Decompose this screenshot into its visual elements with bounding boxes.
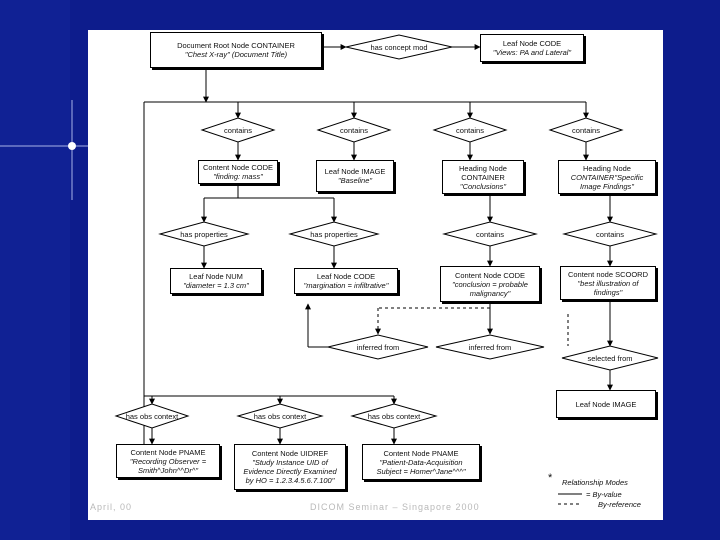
pname-node: Content Node PNAME "Recording Observer =…: [116, 444, 220, 478]
uidref-title: Content Node UIDREF: [251, 449, 329, 458]
diamond-contains-3: [432, 117, 508, 143]
diamond-concept-mod: [345, 34, 453, 60]
root-value: "Chest X-ray" (Document Title): [184, 50, 288, 59]
content-code-title: Content Node CODE: [202, 163, 274, 172]
uidref-value2: Evidence Directly Examined: [243, 467, 337, 476]
diamond-inferred-2: [435, 334, 545, 360]
diamond-contains-5: [442, 221, 538, 247]
legend-title: Relationship Modes: [562, 478, 628, 487]
content-code2-node: Content Node CODE "conclusion = probable…: [440, 266, 540, 302]
heading-specific-node: Heading Node CONTAINER"Specific Image Fi…: [558, 160, 656, 194]
diamond-obs-2: [236, 403, 324, 429]
footer-title: DICOM Seminar – Singapore 2000: [310, 502, 480, 512]
content-code-value: "finding: mass": [213, 172, 263, 181]
pname-title: Content Node PNAME: [130, 447, 206, 457]
leaf-image-node: Leaf Node IMAGE "Baseline": [316, 160, 394, 192]
leaf-code2-node: Leaf Node CODE "margination = infiltrati…: [294, 268, 398, 294]
content-scoord-value2: findings": [593, 287, 623, 297]
heading-spec-value: Image Findings": [580, 181, 634, 191]
leaf-num-node: Leaf Node NUM "diameter = 1.3 cm": [170, 268, 262, 294]
root-title: Document Root Node CONTAINER: [177, 41, 295, 50]
content-code2-value2: malignancy": [469, 288, 511, 298]
pname2-node: Content Node PNAME "Patient-Data-Acquisi…: [362, 444, 480, 480]
content-code2-title: Content Node CODE: [454, 270, 526, 280]
pname-value2: Smith^John^^Dr^": [137, 465, 199, 475]
heading-conc-sub: CONTAINER: [461, 172, 505, 182]
uidref-node: Content Node UIDREF "Study Instance UID …: [234, 444, 346, 490]
diamond-has-properties-2: [288, 221, 380, 247]
heading-spec-title: Heading Node: [583, 163, 631, 173]
content-code2-value: "conclusion = probable: [452, 279, 528, 289]
diamond-selected-from: [561, 345, 659, 371]
pname2-value: "Patient-Data-Acquisition: [379, 457, 463, 467]
pname2-title: Content Node PNAME: [383, 448, 459, 458]
leaf-code2-title: Leaf Node CODE: [316, 272, 376, 281]
leaf-code-value: "Views: PA and Lateral": [492, 48, 572, 57]
leaf-image-title: Leaf Node IMAGE: [324, 167, 386, 176]
diagram-panel: Document Root Node CONTAINER "Chest X-ra…: [88, 30, 663, 520]
root-container-node: Document Root Node CONTAINER "Chest X-ra…: [150, 32, 322, 68]
diamond-has-properties-1: [158, 221, 250, 247]
footer-date: April, 00: [90, 502, 133, 512]
heading-conc-value: "Conclusions": [459, 181, 507, 191]
leaf-image2-title: Leaf Node IMAGE: [575, 399, 637, 409]
diamond-inferred-1: [327, 334, 429, 360]
leaf-image2-node: Leaf Node IMAGE: [556, 390, 656, 418]
diamond-obs-1: [114, 403, 190, 429]
diamond-contains-6: [562, 221, 658, 247]
uidref-value3: by HO = 1.2.3.4.5.6.7.100": [245, 476, 335, 485]
content-scoord-node: Content node SCOORD "best illustration o…: [560, 266, 656, 300]
legend-by-value: = By-value: [586, 490, 622, 499]
content-code-node: Content Node CODE "finding: mass": [198, 160, 278, 184]
legend-star: *: [548, 472, 553, 484]
uidref-value: "Study Instance UID of: [252, 458, 328, 467]
heading-conclusions-node: Heading Node CONTAINER "Conclusions": [442, 160, 524, 194]
pname2-value2: Subject = Homer^Jane^^^": [376, 466, 466, 476]
content-scoord-value: "best illustration of: [577, 278, 639, 288]
diamond-contains-1: [200, 117, 276, 143]
diamond-obs-3: [350, 403, 438, 429]
diamond-contains-2: [316, 117, 392, 143]
leaf-num-value: "diameter = 1.3 cm": [183, 281, 249, 290]
content-scoord-title: Content node SCOORD: [567, 269, 649, 279]
legend-by-reference: By-reference: [598, 500, 641, 509]
pname-value: "Recording Observer =: [129, 456, 207, 466]
leaf-num-title: Leaf Node NUM: [189, 272, 243, 281]
edges-layer: [114, 34, 659, 505]
diamond-contains-4: [548, 117, 624, 143]
leaf-image-value: "Baseline": [337, 176, 373, 185]
heading-conc-title: Heading Node: [459, 163, 507, 173]
leaf-code-title: Leaf Node CODE: [502, 39, 562, 48]
heading-spec-sub: CONTAINER"Specific: [570, 172, 644, 182]
leaf-code-node: Leaf Node CODE "Views: PA and Lateral": [480, 34, 584, 62]
leaf-code2-value: "margination = infiltrative": [303, 281, 389, 290]
